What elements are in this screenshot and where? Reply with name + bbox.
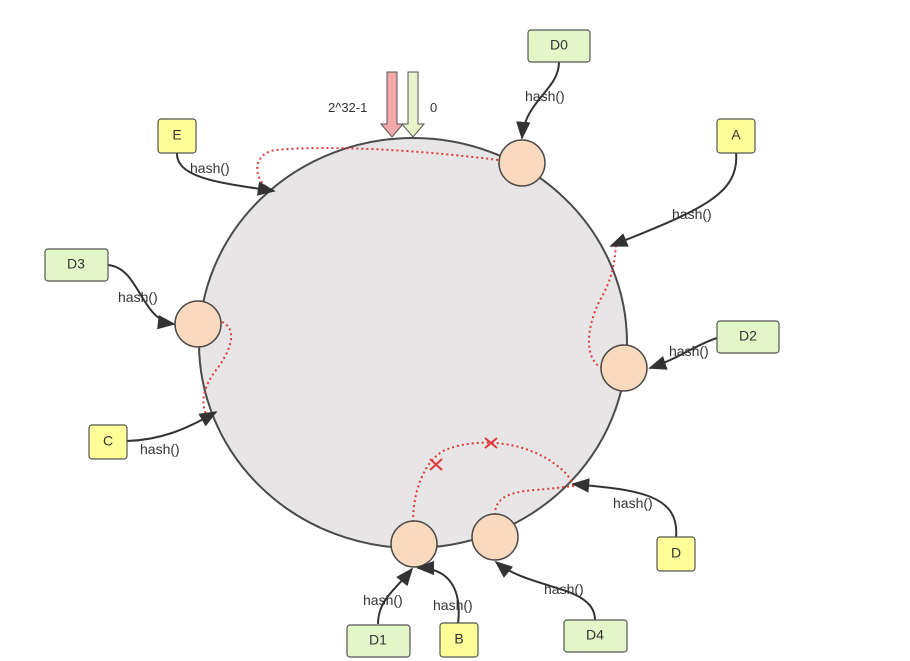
hash-label-d2: hash()	[669, 343, 709, 359]
server-label-e: E	[172, 127, 181, 143]
hash-arrow-d3	[107, 264, 176, 330]
data-box-d3: D3	[44, 248, 109, 282]
server-box-b: B	[439, 622, 479, 658]
hash-label-a: hash()	[672, 206, 712, 222]
ring-node-d3	[174, 300, 222, 348]
data-label-d1: D1	[369, 632, 387, 648]
server-box-d: D	[656, 536, 696, 572]
ring-end-arrow	[379, 71, 405, 138]
hash-arrow-d4	[494, 560, 596, 621]
hash-label-d4: hash()	[544, 581, 584, 597]
hash-label-d1: hash()	[363, 592, 403, 608]
route-d4-to-d	[494, 485, 576, 516]
ring-node-d2	[600, 344, 648, 392]
removed-x-mark-2	[484, 437, 498, 449]
data-label-d2: D2	[739, 328, 757, 344]
data-box-d0: D0	[527, 29, 591, 63]
hash-arrows	[107, 61, 738, 625]
hash-arrow-d2	[648, 337, 718, 370]
server-box-c: C	[88, 424, 128, 460]
route-d1-to-d	[412, 441, 576, 523]
server-label-d: D	[671, 545, 681, 561]
hash-arrow-d0	[516, 61, 560, 140]
ring-node-d4	[471, 513, 519, 561]
ring-end-label: 2^32-1	[328, 100, 367, 115]
data-box-d4: D4	[563, 619, 628, 653]
removed-x-mark-1	[429, 458, 443, 471]
server-label-b: B	[454, 631, 463, 647]
ring-node-d1	[390, 520, 438, 568]
hash-label-d0: hash()	[525, 88, 565, 104]
hash-label-b: hash()	[433, 597, 473, 613]
data-boxes: D0 D1 D2 D3 D4	[44, 29, 780, 658]
ring-origin-pointer: 2^32-1 0	[328, 71, 437, 138]
route-d3-to-c	[202, 321, 233, 415]
hash-label-d3: hash()	[118, 289, 158, 305]
data-box-d1: D1	[346, 624, 411, 658]
hash-label-d: hash()	[613, 495, 653, 511]
data-label-d3: D3	[67, 256, 85, 272]
routing-paths	[202, 147, 617, 523]
data-label-d4: D4	[586, 627, 604, 643]
hash-arrow-c	[126, 411, 218, 442]
ring-start-arrow	[400, 71, 426, 138]
hash-arrow-d	[571, 478, 678, 539]
data-label-d0: D0	[550, 37, 568, 53]
server-box-e: E	[157, 118, 197, 154]
hash-label-c: hash()	[140, 441, 180, 457]
route-d0-to-e	[256, 147, 499, 189]
ring-start-label: 0	[430, 100, 437, 115]
data-box-d2: D2	[716, 320, 780, 354]
server-boxes: A B C D E	[88, 118, 756, 658]
server-box-a: A	[716, 118, 756, 154]
hash-arrow-d1	[377, 567, 414, 625]
removed-marks	[429, 437, 498, 471]
server-nodes	[174, 139, 648, 568]
hash-arrow-a	[609, 151, 738, 247]
server-label-a: A	[731, 127, 741, 143]
ring-node-d0	[498, 139, 546, 187]
hash-arrow-b	[416, 560, 460, 625]
hash-labels: hash() hash() hash() hash() hash() hash(…	[118, 88, 712, 613]
hash-label-e: hash()	[190, 160, 230, 176]
hash-arrow-e	[175, 151, 276, 196]
route-d2-to-a	[588, 242, 617, 369]
server-label-c: C	[103, 433, 113, 449]
